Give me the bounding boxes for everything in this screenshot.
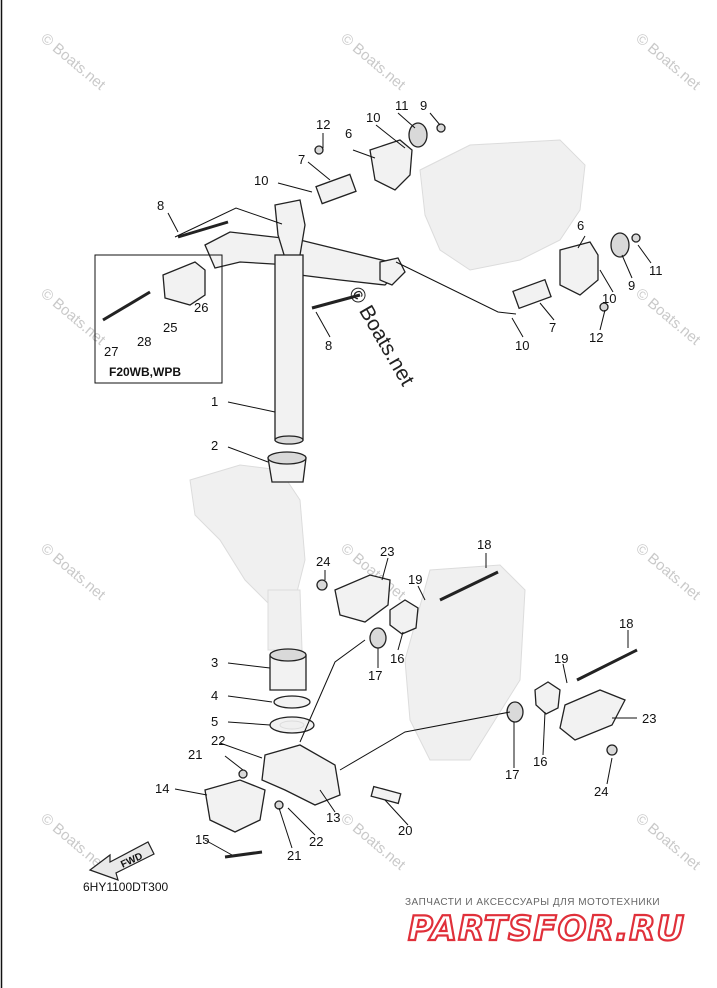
banner-brand: PARTSFOR.RU <box>408 909 685 949</box>
bushings <box>267 451 307 691</box>
callout: 14 <box>155 781 169 796</box>
callout: 19 <box>554 651 568 666</box>
watermark: © Boats.net <box>337 30 409 94</box>
callout: 22 <box>211 733 225 748</box>
callout: 25 <box>163 320 177 335</box>
partsfor-banner: ЗАПЧАСТИ И АКСЕССУАРЫ ДЛЯ МОТОТЕХНИКИ PA… <box>405 897 685 950</box>
callout: 8 <box>325 338 332 353</box>
watermark: © Boats.net <box>632 810 704 874</box>
watermark: © Boats.net <box>632 285 704 349</box>
callout: 10 <box>254 173 268 188</box>
callout: 12 <box>589 330 603 345</box>
callout: 9 <box>628 278 635 293</box>
callout: 7 <box>549 320 556 335</box>
callout: 15 <box>195 832 209 847</box>
callout: 1 <box>211 394 218 409</box>
lower-mounts <box>334 574 626 741</box>
callout: 16 <box>533 754 547 769</box>
callout: 6 <box>345 126 352 141</box>
callout: 23 <box>380 544 394 559</box>
callout: 6 <box>577 218 584 233</box>
bolts <box>102 123 641 859</box>
steering-shaft-assembly <box>204 199 406 445</box>
callout: 11 <box>649 263 663 278</box>
callout: 4 <box>211 688 218 703</box>
callout: 21 <box>188 747 202 762</box>
upper-mounts <box>315 122 630 310</box>
callout: 7 <box>298 152 305 167</box>
callout: 18 <box>619 616 633 631</box>
lower-bracket <box>204 744 402 833</box>
callout: 11 <box>395 98 409 113</box>
washers <box>269 695 315 734</box>
callout: 22 <box>309 834 323 849</box>
callout: 21 <box>287 848 301 863</box>
callout: 19 <box>408 572 422 587</box>
variant-box: F20WB,WPB <box>94 254 223 384</box>
watermark: © Boats.net <box>337 810 409 874</box>
callout: 13 <box>326 810 340 825</box>
watermark: © Boats.net <box>37 285 109 349</box>
callout: 20 <box>398 823 412 838</box>
ghost-parts <box>189 139 586 761</box>
banner-tagline: ЗАПЧАСТИ И АКСЕССУАРЫ ДЛЯ МОТОТЕХНИКИ <box>405 897 660 908</box>
callout: 12 <box>316 117 330 132</box>
callout: 9 <box>420 98 427 113</box>
callout: 24 <box>316 554 330 569</box>
watermark: © Boats.net <box>37 30 109 94</box>
diagram-code: 6HY1100DT300 <box>83 880 168 894</box>
callout: 10 <box>602 291 616 306</box>
fwd-label: FWD <box>119 851 144 871</box>
watermark: © Boats.net <box>37 540 109 604</box>
callout: 23 <box>642 711 656 726</box>
callout: 24 <box>594 784 608 799</box>
callout: 3 <box>211 655 218 670</box>
callout: 2 <box>211 438 218 453</box>
callout: 27 <box>104 344 118 359</box>
callout: 17 <box>505 767 519 782</box>
callout: 18 <box>477 537 491 552</box>
center-watermark: © Boats.net <box>344 283 419 390</box>
callout: 8 <box>157 198 164 213</box>
variant-box-label: F20WB,WPB <box>109 365 181 379</box>
callout: 16 <box>390 651 404 666</box>
leader-lines <box>167 112 652 856</box>
callout: 28 <box>137 334 151 349</box>
callout: 17 <box>368 668 382 683</box>
callout: 10 <box>515 338 529 353</box>
callout: 26 <box>194 300 208 315</box>
callout: 5 <box>211 714 218 729</box>
watermark: © Boats.net <box>632 540 704 604</box>
callouts: 9 11 12 10 6 7 10 8 6 11 9 10 27 28 25 2… <box>104 98 663 863</box>
callout: 10 <box>366 110 380 125</box>
watermark: © Boats.net <box>632 30 704 94</box>
